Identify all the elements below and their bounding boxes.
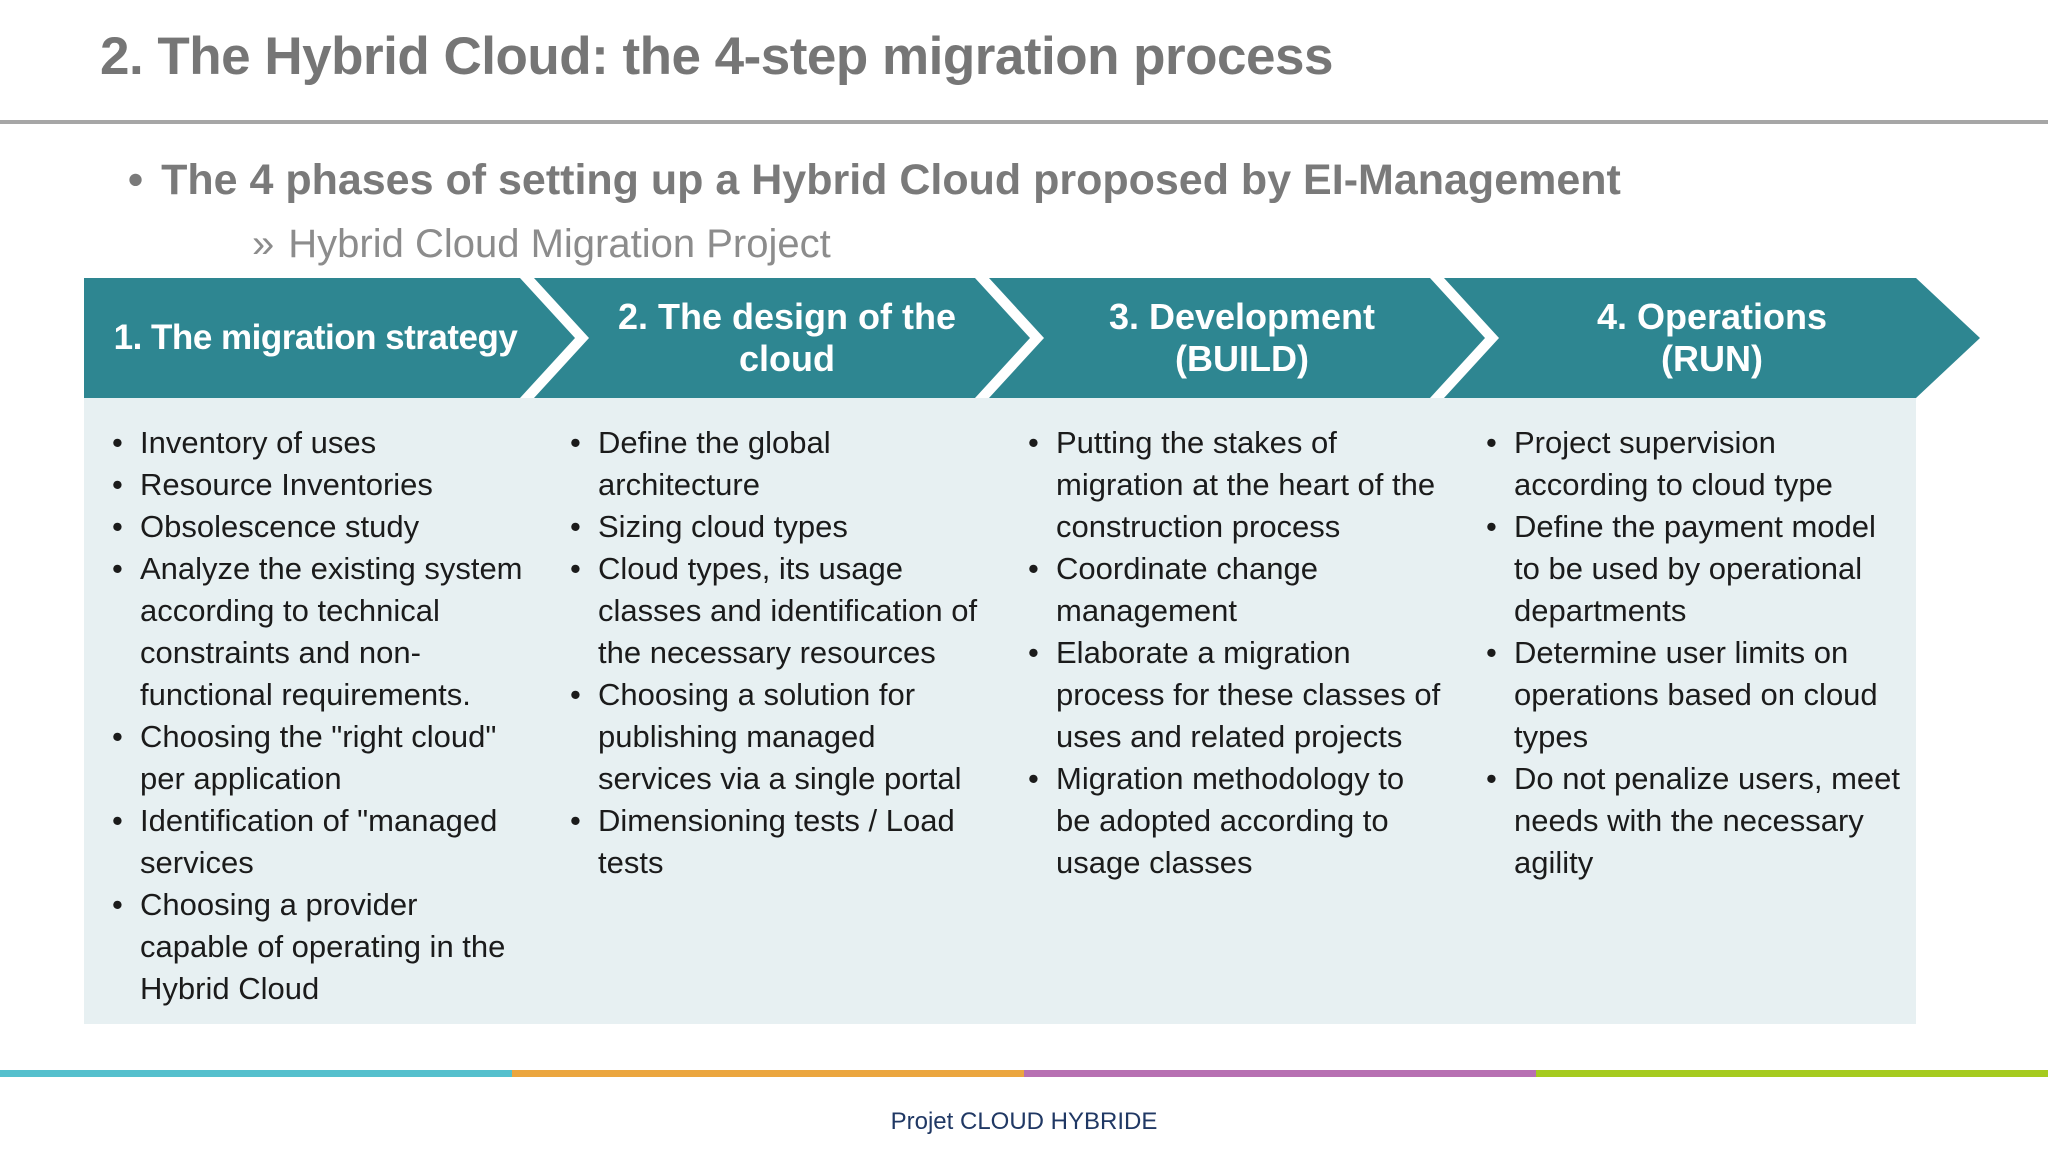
chevron-step-1: 1. The migration strategy bbox=[84, 278, 575, 398]
bullet-marker: • bbox=[570, 509, 581, 544]
bullet-text: Define the global architecture bbox=[598, 425, 831, 502]
bullet-text: Dimensioning tests / Load tests bbox=[598, 803, 955, 880]
sub-heading: » Hybrid Cloud Migration Project bbox=[252, 222, 1952, 267]
chevron-step-3: 3. Development (BUILD) bbox=[989, 278, 1485, 398]
bullet-text: Cloud types, its usage classes and ident… bbox=[598, 551, 978, 670]
footer-text: Projet CLOUD HYBRIDE bbox=[890, 1108, 1158, 1135]
bullet-item: • Cloud types, its usage classes and iden… bbox=[566, 548, 984, 674]
bullet-item: • Analyze the existing system according t… bbox=[108, 548, 526, 716]
accent-bar-segment-green bbox=[1536, 1070, 2048, 1077]
bullet-item: • Define the global architecture bbox=[566, 422, 984, 506]
title-divider bbox=[0, 120, 2048, 124]
bullet-text: Choosing a provider capable of operating… bbox=[140, 887, 506, 1006]
bullet-marker: • bbox=[1486, 761, 1497, 796]
bullet-marker: • bbox=[112, 467, 123, 502]
bullet-text: Sizing cloud types bbox=[598, 509, 848, 544]
bullet-item: • Project supervision according to cloud … bbox=[1482, 422, 1900, 506]
bullet-marker: • bbox=[112, 509, 123, 544]
bullet-marker: • bbox=[112, 803, 123, 838]
bullet-text: Do not penalize users, meet needs with t… bbox=[1514, 761, 1900, 880]
bullet-marker: • bbox=[570, 551, 581, 586]
bullet-marker: • bbox=[1028, 551, 1039, 586]
bullet-marker: • bbox=[1486, 635, 1497, 670]
bullet-text: Resource Inventories bbox=[140, 467, 433, 502]
bullet-text: Choosing a solution for publishing manag… bbox=[598, 677, 962, 796]
bullet-text: Putting the stakes of migration at the h… bbox=[1056, 425, 1436, 544]
bullet-item: • Putting the stakes of migration at the … bbox=[1024, 422, 1442, 548]
bullet-text: Inventory of uses bbox=[140, 425, 377, 460]
bullet-marker: • bbox=[1486, 509, 1497, 544]
bullet-marker: • bbox=[570, 425, 581, 460]
bullet-item: • Define the payment model to be used by … bbox=[1482, 506, 1900, 632]
bullet-item: • Migration methodology to be adopted acc… bbox=[1024, 758, 1442, 884]
bullet-marker: • bbox=[1028, 425, 1039, 460]
bullet-item: • Choosing a provider capable of operatin… bbox=[108, 884, 526, 1010]
chevron-step-2-label: 2. The design of the cloud bbox=[617, 295, 957, 379]
bullet-marker: • bbox=[570, 677, 581, 712]
bullet-marker: • bbox=[112, 551, 123, 586]
step-1-items: •Inventory of uses•Resource Inventories•… bbox=[84, 398, 542, 1024]
bullet-text: Analyze the existing system according to… bbox=[140, 551, 523, 712]
bullet-item: • Inventory of uses bbox=[108, 422, 526, 464]
bullet-item: • Choosing a solution for publishing mana… bbox=[566, 674, 984, 800]
bullet-marker: • bbox=[1028, 635, 1039, 670]
step-3-items: • Putting the stakes of migration at the … bbox=[1000, 398, 1458, 1024]
sub-heading-text: Hybrid Cloud Migration Project bbox=[288, 222, 831, 266]
bullet-text: Choosing the "right cloud" per applicati… bbox=[140, 719, 497, 796]
bullet-text: Determine user limits on operations base… bbox=[1514, 635, 1878, 754]
bullet-marker: • bbox=[112, 887, 123, 922]
bullet-marker: • bbox=[570, 803, 581, 838]
accent-bar-segment-orange bbox=[512, 1070, 1024, 1077]
bullet-text: Define the payment model to be used by o… bbox=[1514, 509, 1876, 628]
bullet-marker: • bbox=[112, 719, 123, 754]
step-4-items: • Project supervision according to cloud … bbox=[1458, 398, 1916, 1024]
chevron-step-4: 4. Operations (RUN) bbox=[1444, 278, 1980, 398]
chevron-step-3-label: 3. Development (BUILD) bbox=[1108, 295, 1376, 379]
bullet-marker: • bbox=[1486, 425, 1497, 460]
bullet-item: • Dimensioning tests / Load tests bbox=[566, 800, 984, 884]
accent-bar-segment-purple bbox=[1024, 1070, 1536, 1077]
bullet-text: Migration methodology to be adopted acco… bbox=[1056, 761, 1405, 880]
chevron-step-1-label: 1. The migration strategy bbox=[113, 318, 518, 358]
double-chevron-marker: » bbox=[252, 222, 275, 266]
step-2-items: • Define the global architecture • Sizing c… bbox=[542, 398, 1000, 1024]
page-title: 2. The Hybrid Cloud: the 4-step migratio… bbox=[100, 27, 1333, 86]
bullet-text: Coordinate change management bbox=[1056, 551, 1318, 628]
bullet-item: • Elaborate a migration process for these… bbox=[1024, 632, 1442, 758]
section-heading-text: The 4 phases of setting up a Hybrid Clou… bbox=[161, 156, 1621, 204]
bullet-item: • Coordinate change management bbox=[1024, 548, 1442, 632]
section-heading: • The 4 phases of setting up a Hybrid Clo… bbox=[128, 156, 1978, 205]
bullet-text: Elaborate a migration process for these … bbox=[1056, 635, 1441, 754]
bullet-marker: • bbox=[1028, 761, 1039, 796]
bullet-marker: • bbox=[112, 425, 123, 460]
bullet-text: Project supervision according to cloud t… bbox=[1514, 425, 1833, 502]
process-details-panel: •Inventory of uses•Resource Inventories•… bbox=[84, 398, 1916, 1024]
accent-bar-segment-teal bbox=[0, 1070, 512, 1077]
bullet-text: Obsolescence study bbox=[140, 509, 420, 544]
chevron-step-2: 2. The design of the cloud bbox=[534, 278, 1030, 398]
bullet-item: • Sizing cloud types bbox=[566, 506, 984, 548]
bullet-item: • Choosing the "right cloud" per applicat… bbox=[108, 716, 526, 800]
bullet-text: Identification of "managed services bbox=[140, 803, 498, 880]
bullet-item: • Resource Inventories bbox=[108, 464, 526, 506]
bullet-item: • Determine user limits on operations bas… bbox=[1482, 632, 1900, 758]
bullet-item: • Obsolescence study bbox=[108, 506, 526, 548]
bullet-marker: • bbox=[128, 156, 144, 204]
bullet-item: • Identification of "managed services bbox=[108, 800, 526, 884]
footer-accent-bar bbox=[0, 1070, 2048, 1077]
chevron-step-4-label: 4. Operations (RUN) bbox=[1596, 295, 1828, 379]
process-chevron-band: 1. The migration strategy 2. The design … bbox=[84, 278, 1980, 398]
bullet-item: • Do not penalize users, meet needs with … bbox=[1482, 758, 1900, 884]
